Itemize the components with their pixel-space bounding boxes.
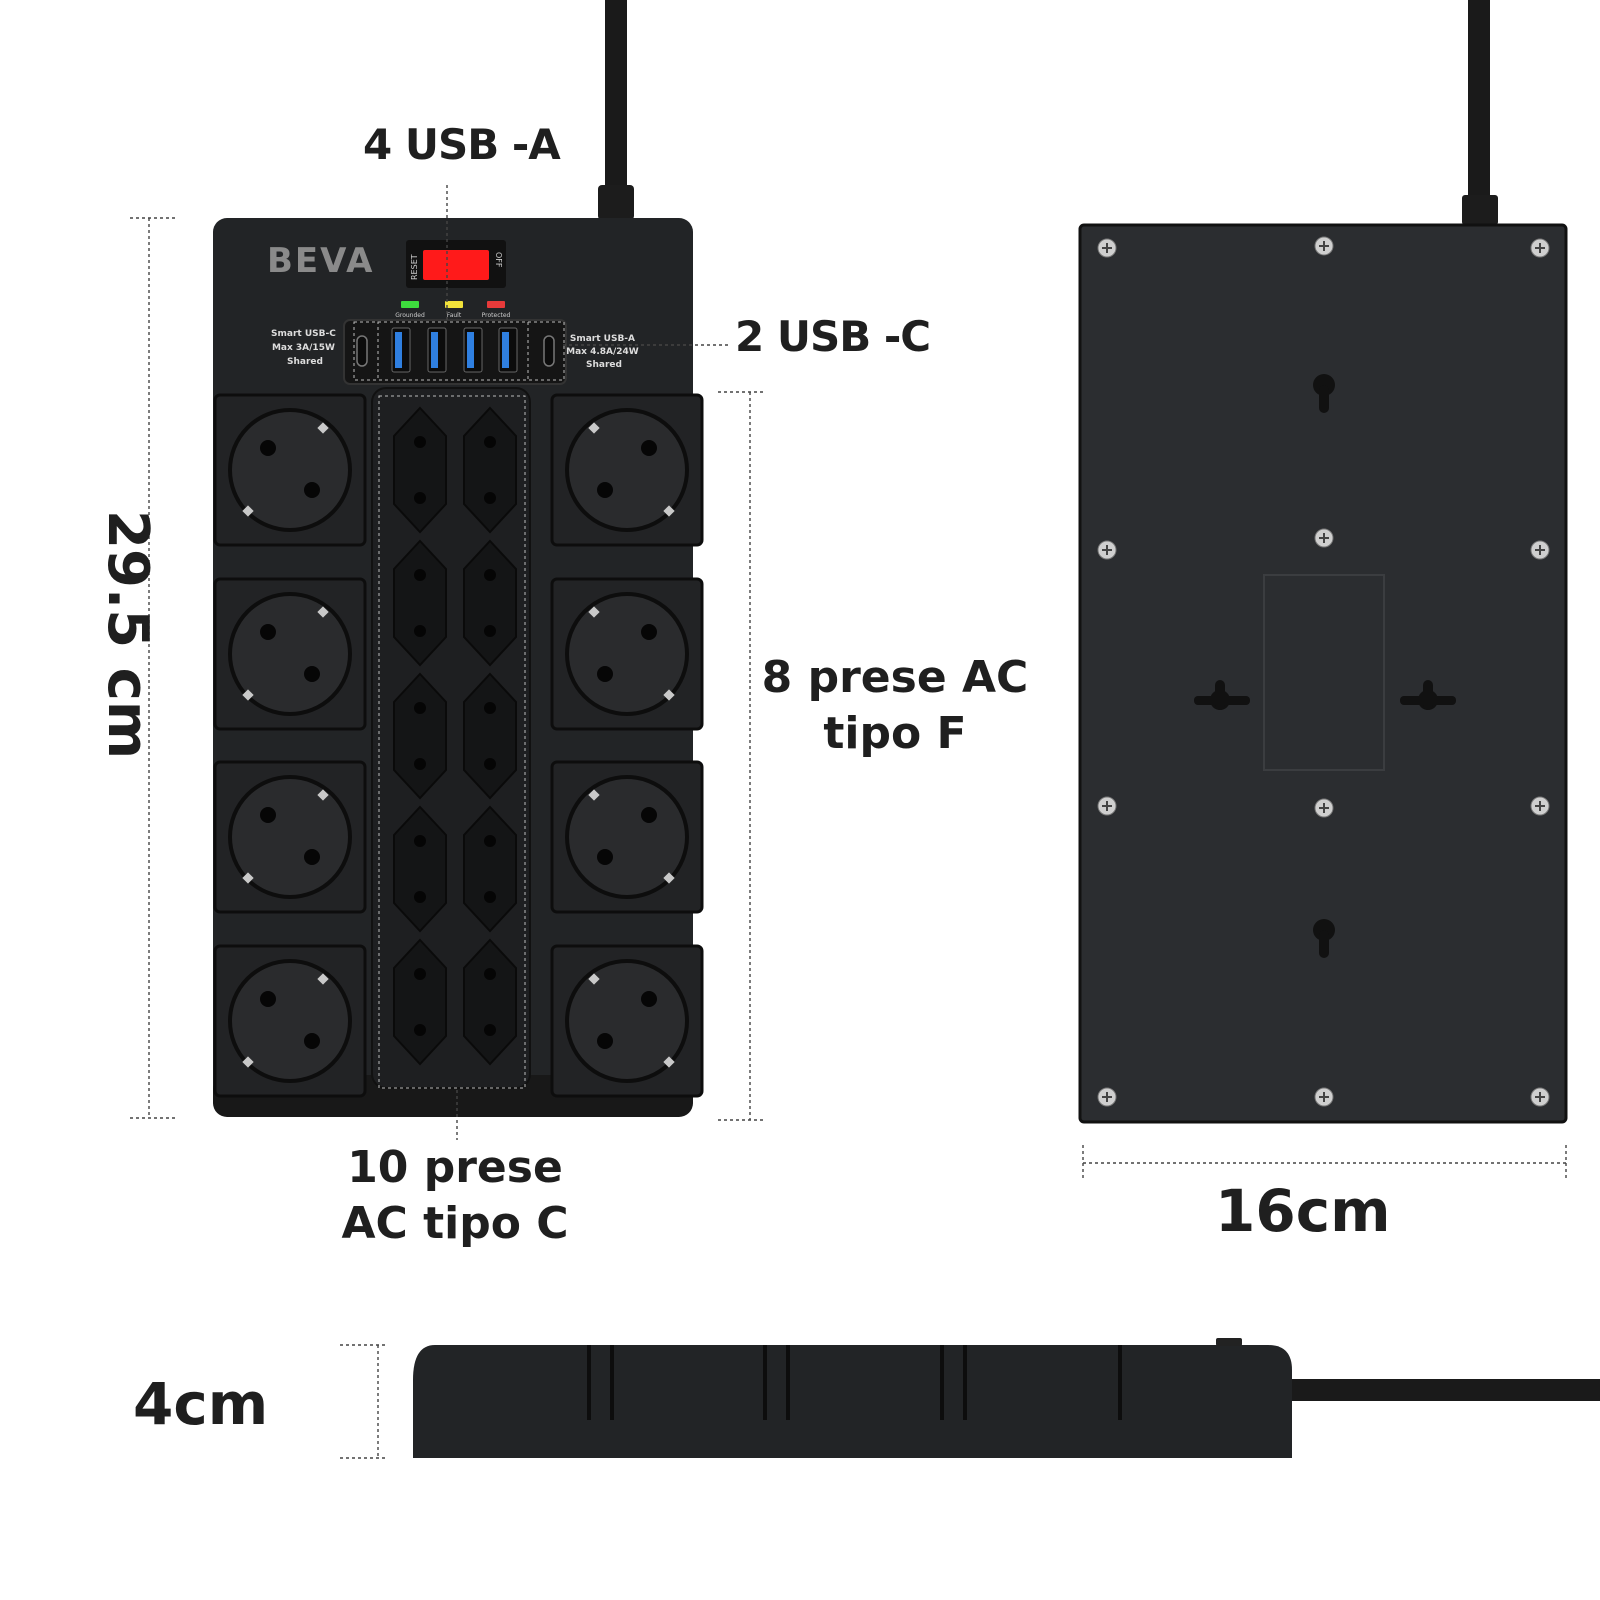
type-c-socket	[393, 938, 447, 1066]
type-c-socket	[463, 805, 517, 933]
reset-off-switch	[423, 250, 489, 280]
screw	[1530, 1087, 1550, 1107]
indicator-light	[445, 301, 463, 308]
usb-a-info: Smart USB-A Max 4.8A/24W Shared	[566, 334, 642, 370]
depth-dimension-label: 4cm	[133, 1370, 269, 1438]
type-c-socket	[393, 805, 447, 933]
usb-c-info: Smart USB-C Max 3A/15W Shared	[271, 329, 339, 367]
width-dimension-label: 16cm	[1215, 1177, 1391, 1245]
screw	[1314, 236, 1334, 256]
type-f-socket	[550, 944, 704, 1098]
screw	[1314, 798, 1334, 818]
brand-logo: BEVA	[267, 241, 374, 281]
screw	[1314, 1087, 1334, 1107]
usb-c-port-left	[356, 335, 368, 367]
type-f-socket	[550, 760, 704, 914]
off-label: OFF	[494, 252, 503, 268]
type-c-socket	[463, 539, 517, 667]
type-f-socket	[550, 393, 704, 547]
type-c-socket	[463, 406, 517, 534]
type-c-socket	[463, 672, 517, 800]
height-dimension-label: 29.5 cm	[95, 510, 160, 760]
power-strip-back	[1078, 223, 1568, 1124]
indicator-light	[487, 301, 505, 308]
indicator-label: Protected	[482, 312, 511, 319]
type-f-callout: 8 prese AC tipo F	[761, 652, 1029, 759]
reset-label: RESET	[410, 254, 419, 280]
type-c-callout: 10 prese AC tipo C	[341, 1142, 569, 1249]
type-f-socket	[213, 760, 367, 914]
indicator-light	[401, 301, 419, 308]
screw	[1314, 528, 1334, 548]
screw	[1097, 238, 1117, 258]
indicator-label: Grounded	[395, 312, 425, 319]
screw	[1097, 1087, 1117, 1107]
indicator-label: Fault	[447, 312, 462, 319]
usb-c-port-right	[543, 335, 555, 367]
power-strip-side	[413, 1345, 1292, 1458]
type-f-socket	[213, 577, 367, 731]
type-f-socket	[550, 577, 704, 731]
screw	[1530, 540, 1550, 560]
type-f-socket	[213, 393, 367, 547]
screw	[1530, 238, 1550, 258]
type-c-socket	[393, 672, 447, 800]
type-f-socket	[213, 944, 367, 1098]
screw	[1097, 796, 1117, 816]
type-c-socket	[393, 539, 447, 667]
screw	[1530, 796, 1550, 816]
usb-a-callout: 4 USB -A	[363, 120, 561, 169]
screw	[1097, 540, 1117, 560]
usb-c-callout: 2 USB -C	[735, 312, 931, 361]
type-c-socket	[393, 406, 447, 534]
type-c-socket	[463, 938, 517, 1066]
